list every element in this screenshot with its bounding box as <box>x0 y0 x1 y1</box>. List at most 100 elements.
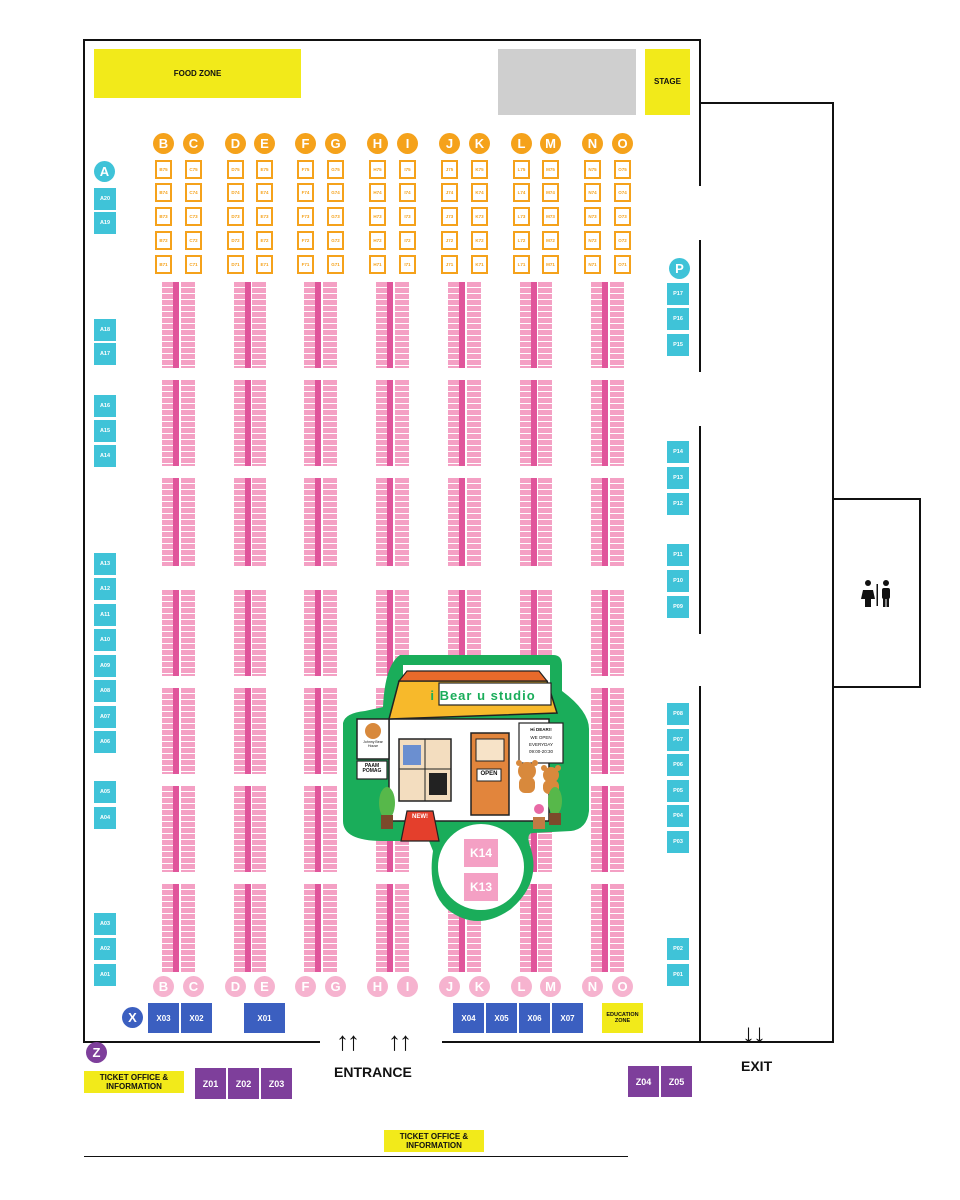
booth-b72[interactable]: B72 <box>155 231 172 250</box>
pink-column-n-2[interactable] <box>591 380 605 466</box>
booth-z02[interactable]: Z02 <box>228 1068 259 1099</box>
booth-z04[interactable]: Z04 <box>628 1066 659 1097</box>
booth-i74[interactable]: I74 <box>399 183 416 202</box>
pink-column-j-3[interactable] <box>448 478 462 566</box>
booth-e72[interactable]: E72 <box>256 231 273 250</box>
booth-p16[interactable]: P16 <box>667 308 689 330</box>
booth-a12[interactable]: A12 <box>94 578 116 600</box>
booth-z03[interactable]: Z03 <box>261 1068 292 1099</box>
booth-k74[interactable]: K74 <box>471 183 488 202</box>
pink-column-j-1[interactable] <box>448 282 462 368</box>
pink-column-d-1[interactable] <box>234 282 248 368</box>
booth-a17[interactable]: A17 <box>94 343 116 365</box>
booth-a11[interactable]: A11 <box>94 604 116 626</box>
booth-m72[interactable]: M72 <box>542 231 559 250</box>
booth-c73[interactable]: C73 <box>185 207 202 226</box>
booth-p14[interactable]: P14 <box>667 441 689 463</box>
booth-a06[interactable]: A06 <box>94 731 116 753</box>
booth-f73[interactable]: F73 <box>297 207 314 226</box>
pink-column-c-6[interactable] <box>181 786 195 872</box>
booth-f71[interactable]: F71 <box>297 255 314 274</box>
booth-n74[interactable]: N74 <box>584 183 601 202</box>
pink-column-d-5[interactable] <box>234 688 248 774</box>
booth-b71[interactable]: B71 <box>155 255 172 274</box>
pink-column-c-2[interactable] <box>181 380 195 466</box>
pink-column-b-6[interactable] <box>162 786 176 872</box>
booth-p05[interactable]: P05 <box>667 780 689 802</box>
pink-column-d-6[interactable] <box>234 786 248 872</box>
booth-o75[interactable]: O75 <box>614 160 631 179</box>
booth-p01[interactable]: P01 <box>667 964 689 986</box>
pink-column-o-3[interactable] <box>610 478 624 566</box>
pink-column-c-4[interactable] <box>181 590 195 676</box>
booth-a20[interactable]: A20 <box>94 188 116 210</box>
booth-o71[interactable]: O71 <box>614 255 631 274</box>
booth-x03[interactable]: X03 <box>148 1003 179 1033</box>
pink-column-l-7[interactable] <box>520 884 534 972</box>
booth-k71[interactable]: K71 <box>471 255 488 274</box>
booth-z05[interactable]: Z05 <box>661 1066 692 1097</box>
booth-c74[interactable]: C74 <box>185 183 202 202</box>
booth-z01[interactable]: Z01 <box>195 1068 226 1099</box>
pink-column-n-5[interactable] <box>591 688 605 774</box>
pink-column-g-1[interactable] <box>323 282 337 368</box>
pink-column-n-6[interactable] <box>591 786 605 872</box>
pink-column-d-3[interactable] <box>234 478 248 566</box>
booth-p04[interactable]: P04 <box>667 805 689 827</box>
booth-a14[interactable]: A14 <box>94 445 116 467</box>
booth-b75[interactable]: B75 <box>155 160 172 179</box>
booth-a13[interactable]: A13 <box>94 553 116 575</box>
booth-d71[interactable]: D71 <box>227 255 244 274</box>
pink-column-h-7[interactable] <box>376 884 390 972</box>
pink-column-h-3[interactable] <box>376 478 390 566</box>
booth-b74[interactable]: B74 <box>155 183 172 202</box>
booth-c72[interactable]: C72 <box>185 231 202 250</box>
booth-h74[interactable]: H74 <box>369 183 386 202</box>
booth-b73[interactable]: B73 <box>155 207 172 226</box>
booth-n75[interactable]: N75 <box>584 160 601 179</box>
booth-h72[interactable]: H72 <box>369 231 386 250</box>
booth-d74[interactable]: D74 <box>227 183 244 202</box>
pink-column-l-1[interactable] <box>520 282 534 368</box>
booth-a02[interactable]: A02 <box>94 938 116 960</box>
pink-column-i-4[interactable] <box>395 590 409 676</box>
booth-n73[interactable]: N73 <box>584 207 601 226</box>
pink-column-e-2[interactable] <box>252 380 266 466</box>
pink-column-g-4[interactable] <box>323 590 337 676</box>
pink-column-i-3[interactable] <box>395 478 409 566</box>
pink-column-c-5[interactable] <box>181 688 195 774</box>
pink-column-f-7[interactable] <box>304 884 318 972</box>
booth-l71[interactable]: L71 <box>513 255 530 274</box>
pink-column-f-3[interactable] <box>304 478 318 566</box>
pink-column-o-5[interactable] <box>610 688 624 774</box>
booth-j74[interactable]: J74 <box>441 183 458 202</box>
booth-o74[interactable]: O74 <box>614 183 631 202</box>
pink-column-e-7[interactable] <box>252 884 266 972</box>
booth-x07[interactable]: X07 <box>552 1003 583 1033</box>
booth-g75[interactable]: G75 <box>327 160 344 179</box>
booth-a01[interactable]: A01 <box>94 964 116 986</box>
pink-column-b-7[interactable] <box>162 884 176 972</box>
booth-n72[interactable]: N72 <box>584 231 601 250</box>
booth-g72[interactable]: G72 <box>327 231 344 250</box>
booth-j71[interactable]: J71 <box>441 255 458 274</box>
food-zone[interactable]: FOOD ZONE <box>94 49 301 98</box>
booth-e74[interactable]: E74 <box>256 183 273 202</box>
booth-m75[interactable]: M75 <box>542 160 559 179</box>
booth-h75[interactable]: H75 <box>369 160 386 179</box>
pink-column-i-7[interactable] <box>395 884 409 972</box>
pink-column-f-6[interactable] <box>304 786 318 872</box>
booth-m74[interactable]: M74 <box>542 183 559 202</box>
pink-column-d-7[interactable] <box>234 884 248 972</box>
booth-p12[interactable]: P12 <box>667 493 689 515</box>
booth-d72[interactable]: D72 <box>227 231 244 250</box>
pink-column-b-2[interactable] <box>162 380 176 466</box>
booth-a07[interactable]: A07 <box>94 706 116 728</box>
pink-column-g-3[interactable] <box>323 478 337 566</box>
booth-a18[interactable]: A18 <box>94 319 116 341</box>
booth-f74[interactable]: F74 <box>297 183 314 202</box>
booth-l74[interactable]: L74 <box>513 183 530 202</box>
booth-p17[interactable]: P17 <box>667 283 689 305</box>
pink-column-e-4[interactable] <box>252 590 266 676</box>
pink-column-l-4[interactable] <box>520 590 534 676</box>
